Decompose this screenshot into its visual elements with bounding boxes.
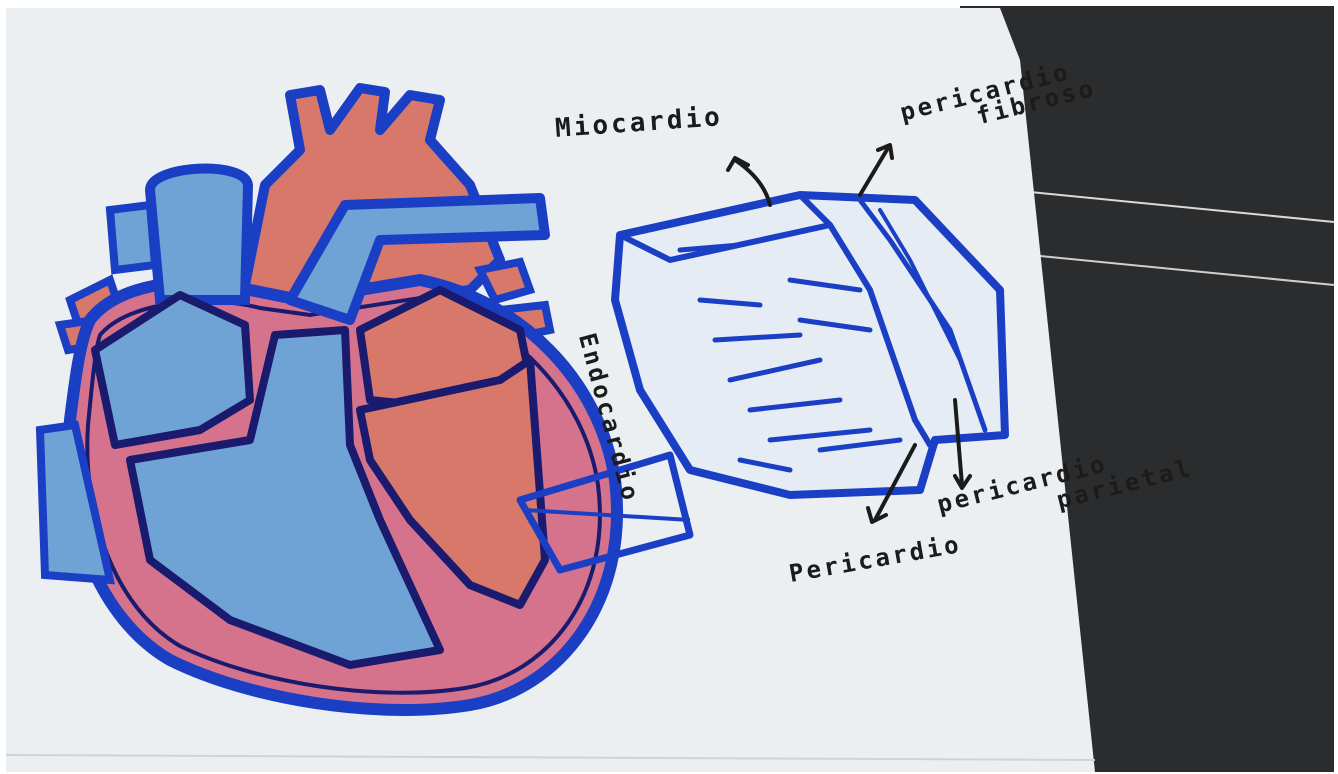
photo-scene: Miocardio pericardio fibroso Endocardio … [0, 0, 1338, 774]
